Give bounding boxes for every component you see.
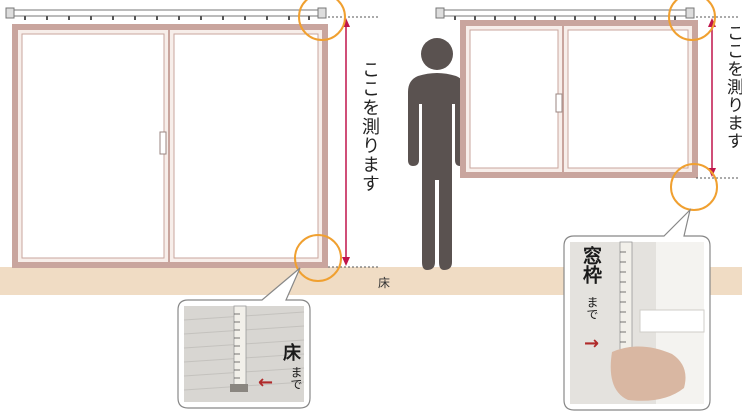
callout-floor-suffix: まで [289,366,303,390]
highlight-circle-floor-left [294,234,342,282]
callout-window-title: 窓枠 [580,246,602,284]
callout-floor-title: 床 [280,343,301,361]
person-silhouette [408,38,466,270]
callout-window-suffix: まで [585,296,599,320]
highlight-circle-top-right [668,0,716,41]
callout-floor [177,267,311,409]
window-frame-right [460,20,698,178]
highlight-circle-sill-right [670,163,718,211]
curtain-rail-left [5,7,327,20]
measure-label-right: ここを測ります [723,24,742,150]
measure-line-left [328,16,378,268]
floor-label: 床 [378,276,391,290]
tape-measure-window [619,241,633,353]
callout-window-sill [563,208,711,411]
arrow-left-icon: ← [258,372,274,393]
measure-label-left: ここを測ります [359,60,380,193]
arrow-right-icon: → [584,333,600,354]
window-frame-left [12,24,328,268]
highlight-circle-top-left [298,0,346,41]
curtain-rail-right [435,7,695,20]
hand [610,346,686,401]
